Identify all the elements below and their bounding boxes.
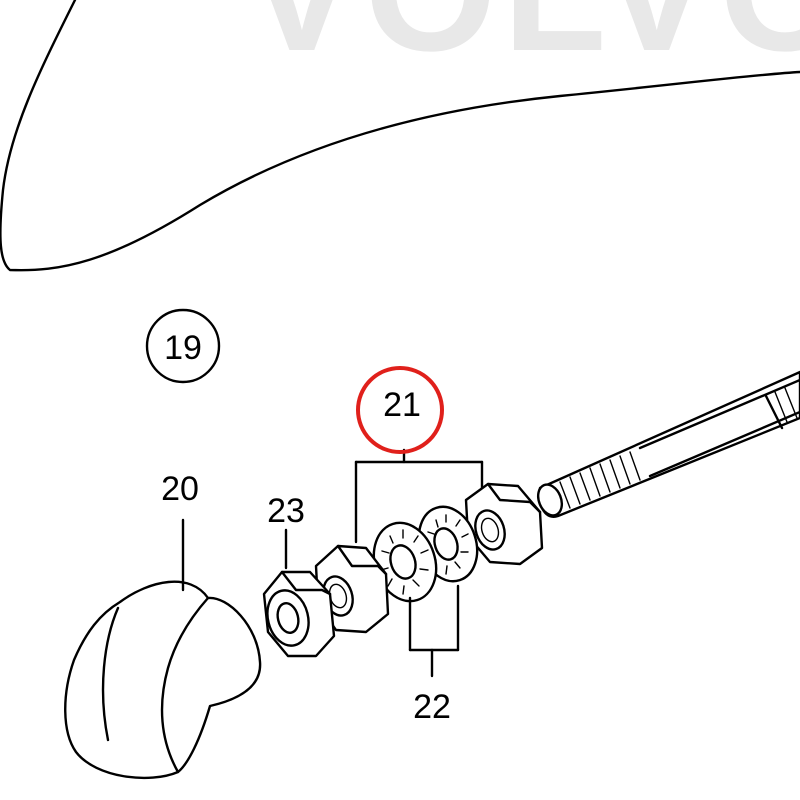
callout-19: 19 xyxy=(164,329,202,367)
callout-22: 22 xyxy=(413,688,451,726)
leader-lines xyxy=(181,448,484,678)
nut-right xyxy=(464,482,544,566)
threaded-rod xyxy=(536,370,800,518)
lock-washer-left xyxy=(372,521,438,603)
nut-23 xyxy=(262,570,336,658)
callout-21: 21 xyxy=(383,386,421,424)
volvo-watermark: VOLVO xyxy=(245,0,800,87)
nut-middle xyxy=(314,544,390,634)
anode-cap-20 xyxy=(64,580,262,780)
callout-23: 23 xyxy=(267,492,305,530)
callout-19-circle xyxy=(145,308,221,384)
body-outline xyxy=(0,0,800,272)
callout-20: 20 xyxy=(161,470,199,508)
highlight-circle xyxy=(356,366,444,454)
